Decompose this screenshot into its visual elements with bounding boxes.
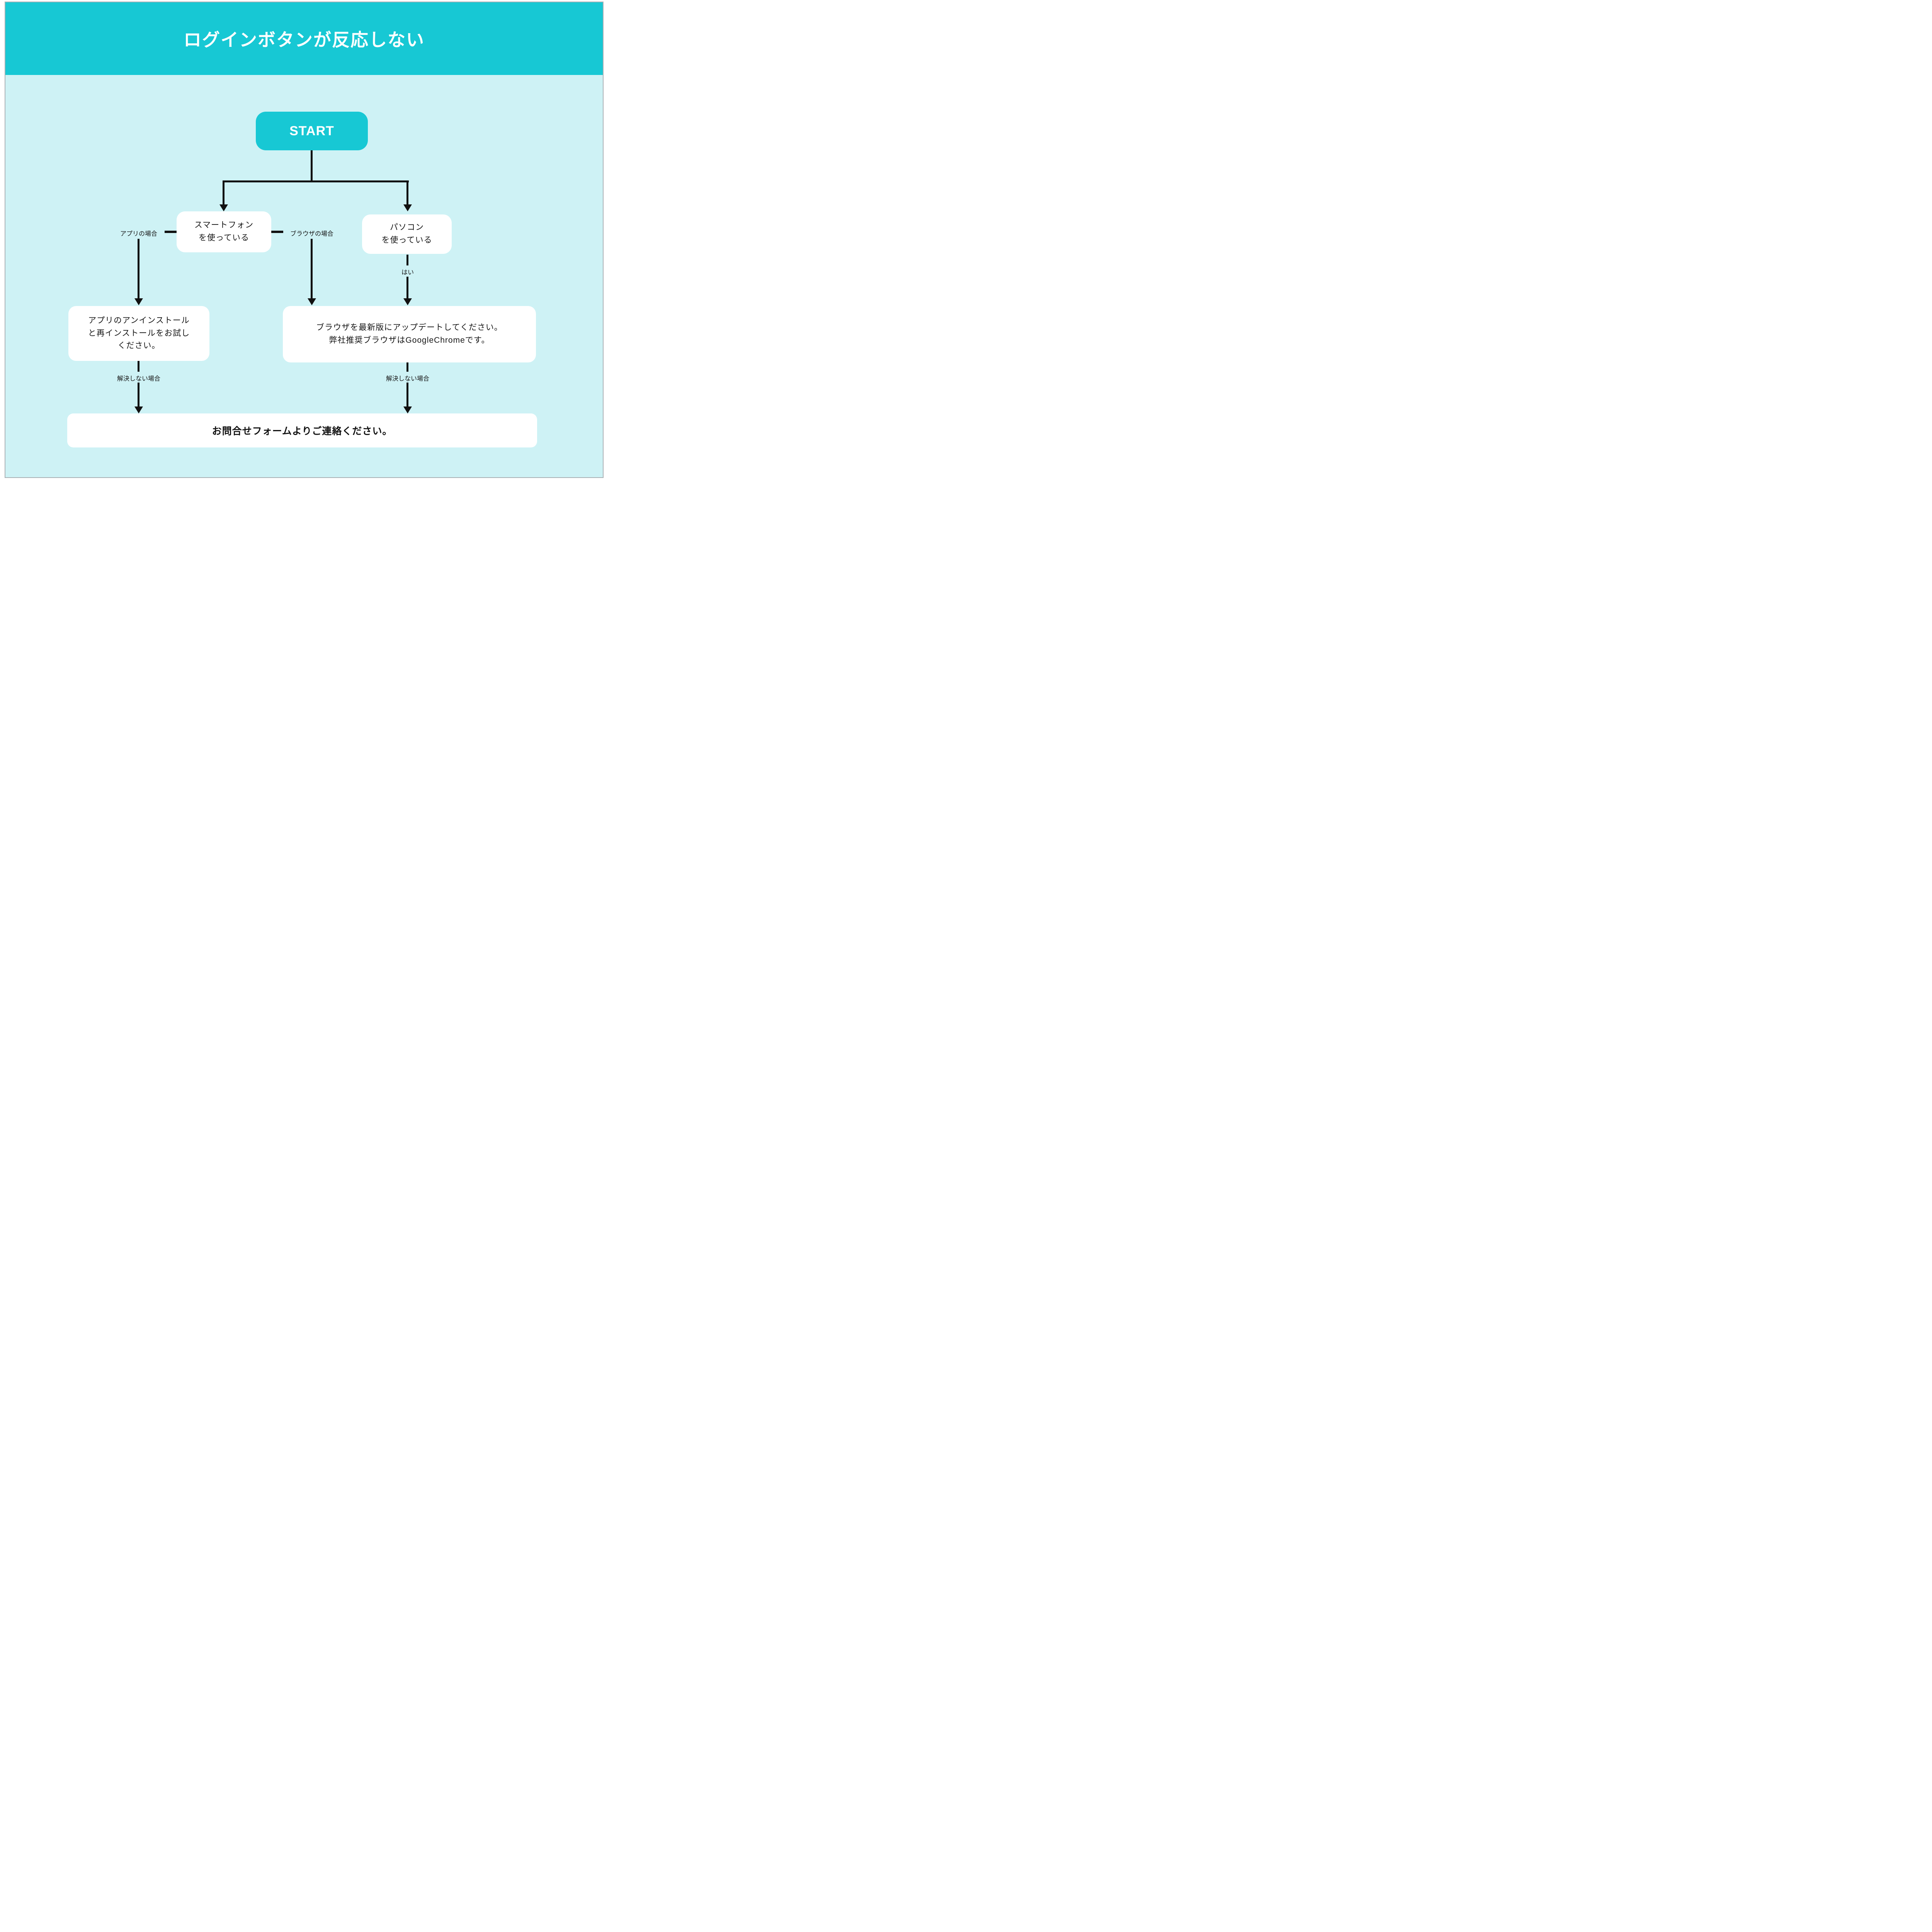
connector-unresolved-left-lower bbox=[138, 383, 139, 406]
app-fix-line1: アプリのアンインストール bbox=[88, 316, 190, 325]
contact-box-label: お問合せフォームよりご連絡ください。 bbox=[212, 426, 393, 437]
arrowhead-to-smartphone bbox=[219, 204, 228, 211]
connector-pc-down-upper bbox=[406, 255, 408, 265]
connector-start-down bbox=[311, 150, 313, 181]
arrowhead-to-app-fix bbox=[134, 298, 143, 305]
app-fix-box: アプリのアンインストール と再インストールをお試し ください。 bbox=[68, 306, 209, 361]
browser-fix-box: ブラウザを最新版にアップデートしてください。 弊社推奨ブラウザはGoogleCh… bbox=[283, 306, 536, 362]
connector-left-branch bbox=[223, 180, 224, 204]
contact-box: お問合せフォームよりご連絡ください。 bbox=[67, 413, 537, 447]
arrowhead-to-pc bbox=[403, 204, 412, 211]
connector-browser-case-down bbox=[311, 239, 313, 298]
page-title: ログインボタンが反応しない bbox=[184, 30, 425, 50]
connector-unresolved-right-lower bbox=[406, 383, 408, 406]
app-fix-line3: ください。 bbox=[117, 341, 160, 350]
smartphone-node-line2: を使っている bbox=[199, 233, 249, 242]
edge-label-unresolved-left: 解決しない場合 bbox=[117, 376, 160, 382]
connector-app-case-down bbox=[138, 239, 139, 298]
arrowhead-to-contact-left bbox=[134, 406, 143, 413]
edge-label-yes: はい bbox=[401, 269, 414, 276]
app-fix-line2: と再インストールをお試し bbox=[88, 328, 190, 338]
connector-unresolved-right-upper bbox=[406, 362, 408, 372]
edge-label-browser-case: ブラウザの場合 bbox=[290, 231, 333, 237]
start-node-label: START bbox=[289, 123, 334, 138]
header-band: ログインボタンが反応しない bbox=[5, 2, 603, 75]
arrowhead-to-contact-right bbox=[403, 406, 412, 413]
edge-dash-app-case bbox=[165, 231, 177, 233]
connector-unresolved-left-upper bbox=[138, 361, 139, 372]
smartphone-node: スマートフォン を使っている bbox=[177, 211, 271, 252]
connector-split-horizontal bbox=[223, 180, 409, 182]
pc-node-line1: パソコン bbox=[390, 223, 424, 232]
diagram-frame: ログインボタンが反応しない START スマートフォン を使っている パソコン … bbox=[5, 2, 604, 478]
pc-node-line2: を使っている bbox=[381, 236, 432, 245]
start-node: START bbox=[256, 112, 368, 150]
connector-right-branch bbox=[406, 180, 408, 204]
browser-fix-line2: 弊社推奨ブラウザはGoogleChromeです。 bbox=[329, 336, 490, 345]
pc-node: パソコン を使っている bbox=[362, 214, 452, 254]
edge-label-unresolved-right: 解決しない場合 bbox=[386, 376, 429, 382]
browser-fix-line1: ブラウザを最新版にアップデートしてください。 bbox=[316, 323, 503, 332]
arrowhead-to-browser-fix-right bbox=[403, 298, 412, 305]
smartphone-node-line1: スマートフォン bbox=[194, 221, 254, 230]
edge-dash-browser-case bbox=[271, 231, 283, 233]
edge-label-app-case: アプリの場合 bbox=[120, 231, 157, 237]
arrowhead-to-browser-fix-left bbox=[308, 298, 316, 305]
flowchart-page: ログインボタンが反応しない START スマートフォン を使っている パソコン … bbox=[0, 0, 608, 481]
connector-pc-down-lower bbox=[406, 277, 408, 298]
